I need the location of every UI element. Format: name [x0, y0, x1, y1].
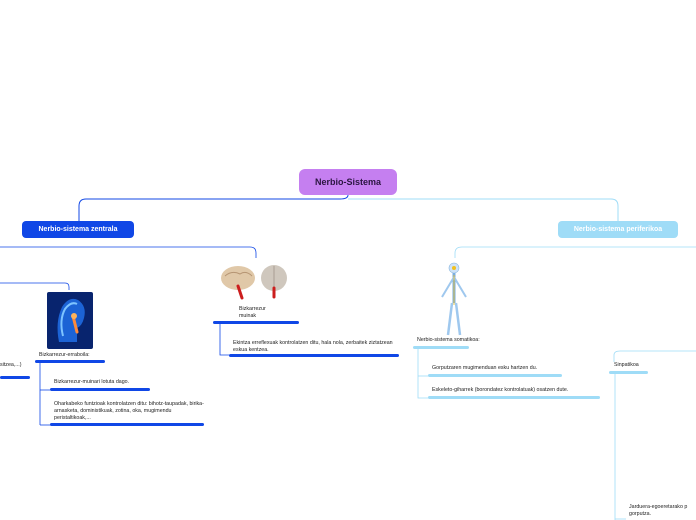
muinak-item-1-underline — [229, 354, 399, 357]
sinpatikoa-label[interactable]: Sinpatikoa — [614, 362, 639, 368]
somatikoa-item-2[interactable]: Eskeleto-giharrek (borondatez kontrolatu… — [432, 387, 569, 393]
somatikoa-item-1[interactable]: Gorputzaren mugimenduan esku hartzen du. — [432, 365, 538, 371]
head-xray-image — [47, 292, 93, 349]
central-topic-label: Nerbio-sistema zentrala — [38, 226, 118, 233]
peripheral-topic-label: Nerbio-sistema periferikoa — [573, 226, 663, 233]
somatikoa-label[interactable]: Nerbio-sistema somatikoa: — [417, 337, 480, 343]
somatikoa-underline — [413, 346, 469, 349]
sinpatikoa-underline — [609, 371, 648, 374]
erraboila-item-2-underline — [50, 423, 204, 426]
erraboila-item-1-underline — [50, 388, 150, 391]
somatikoa-item-2-underline — [428, 396, 600, 399]
body-nervous-system-image — [437, 261, 471, 337]
erraboila-item-2[interactable]: Oharkabeko funtzioak kontrolatzen ditu: … — [54, 401, 204, 421]
muinak-item-1[interactable]: Ekintza erreflexuak kontrolatzen ditu, h… — [233, 340, 393, 353]
peripheral-nervous-system-topic[interactable]: Nerbio-sistema periferikoa — [558, 221, 678, 238]
bizkarrezur-erraboila-label[interactable]: Bizkarrezur-erraboila: — [39, 352, 90, 358]
root-topic-label: Nerbio-Sistema — [314, 177, 382, 187]
root-topic[interactable]: Nerbio-Sistema — [299, 169, 397, 195]
bizkarrezur-erraboila-underline — [35, 360, 105, 363]
central-nervous-system-topic[interactable]: Nerbio-sistema zentrala — [22, 221, 134, 238]
brain-image — [220, 264, 290, 300]
bizkarrezur-muinak-underline — [213, 321, 299, 324]
cut-off-left-text: sitzea,...) — [0, 362, 22, 368]
somatikoa-item-1-underline — [428, 374, 562, 377]
cut-off-left-underline — [0, 376, 30, 379]
erraboila-item-1[interactable]: Bizkarrezur-muinari lotuta dago. — [54, 379, 130, 385]
bizkarrezur-muinak-label[interactable]: Bizkarrezur muinak — [239, 306, 266, 319]
sinpatikoa-item-1[interactable]: Jarduera-egoeretarako p gorputza. — [629, 504, 688, 517]
